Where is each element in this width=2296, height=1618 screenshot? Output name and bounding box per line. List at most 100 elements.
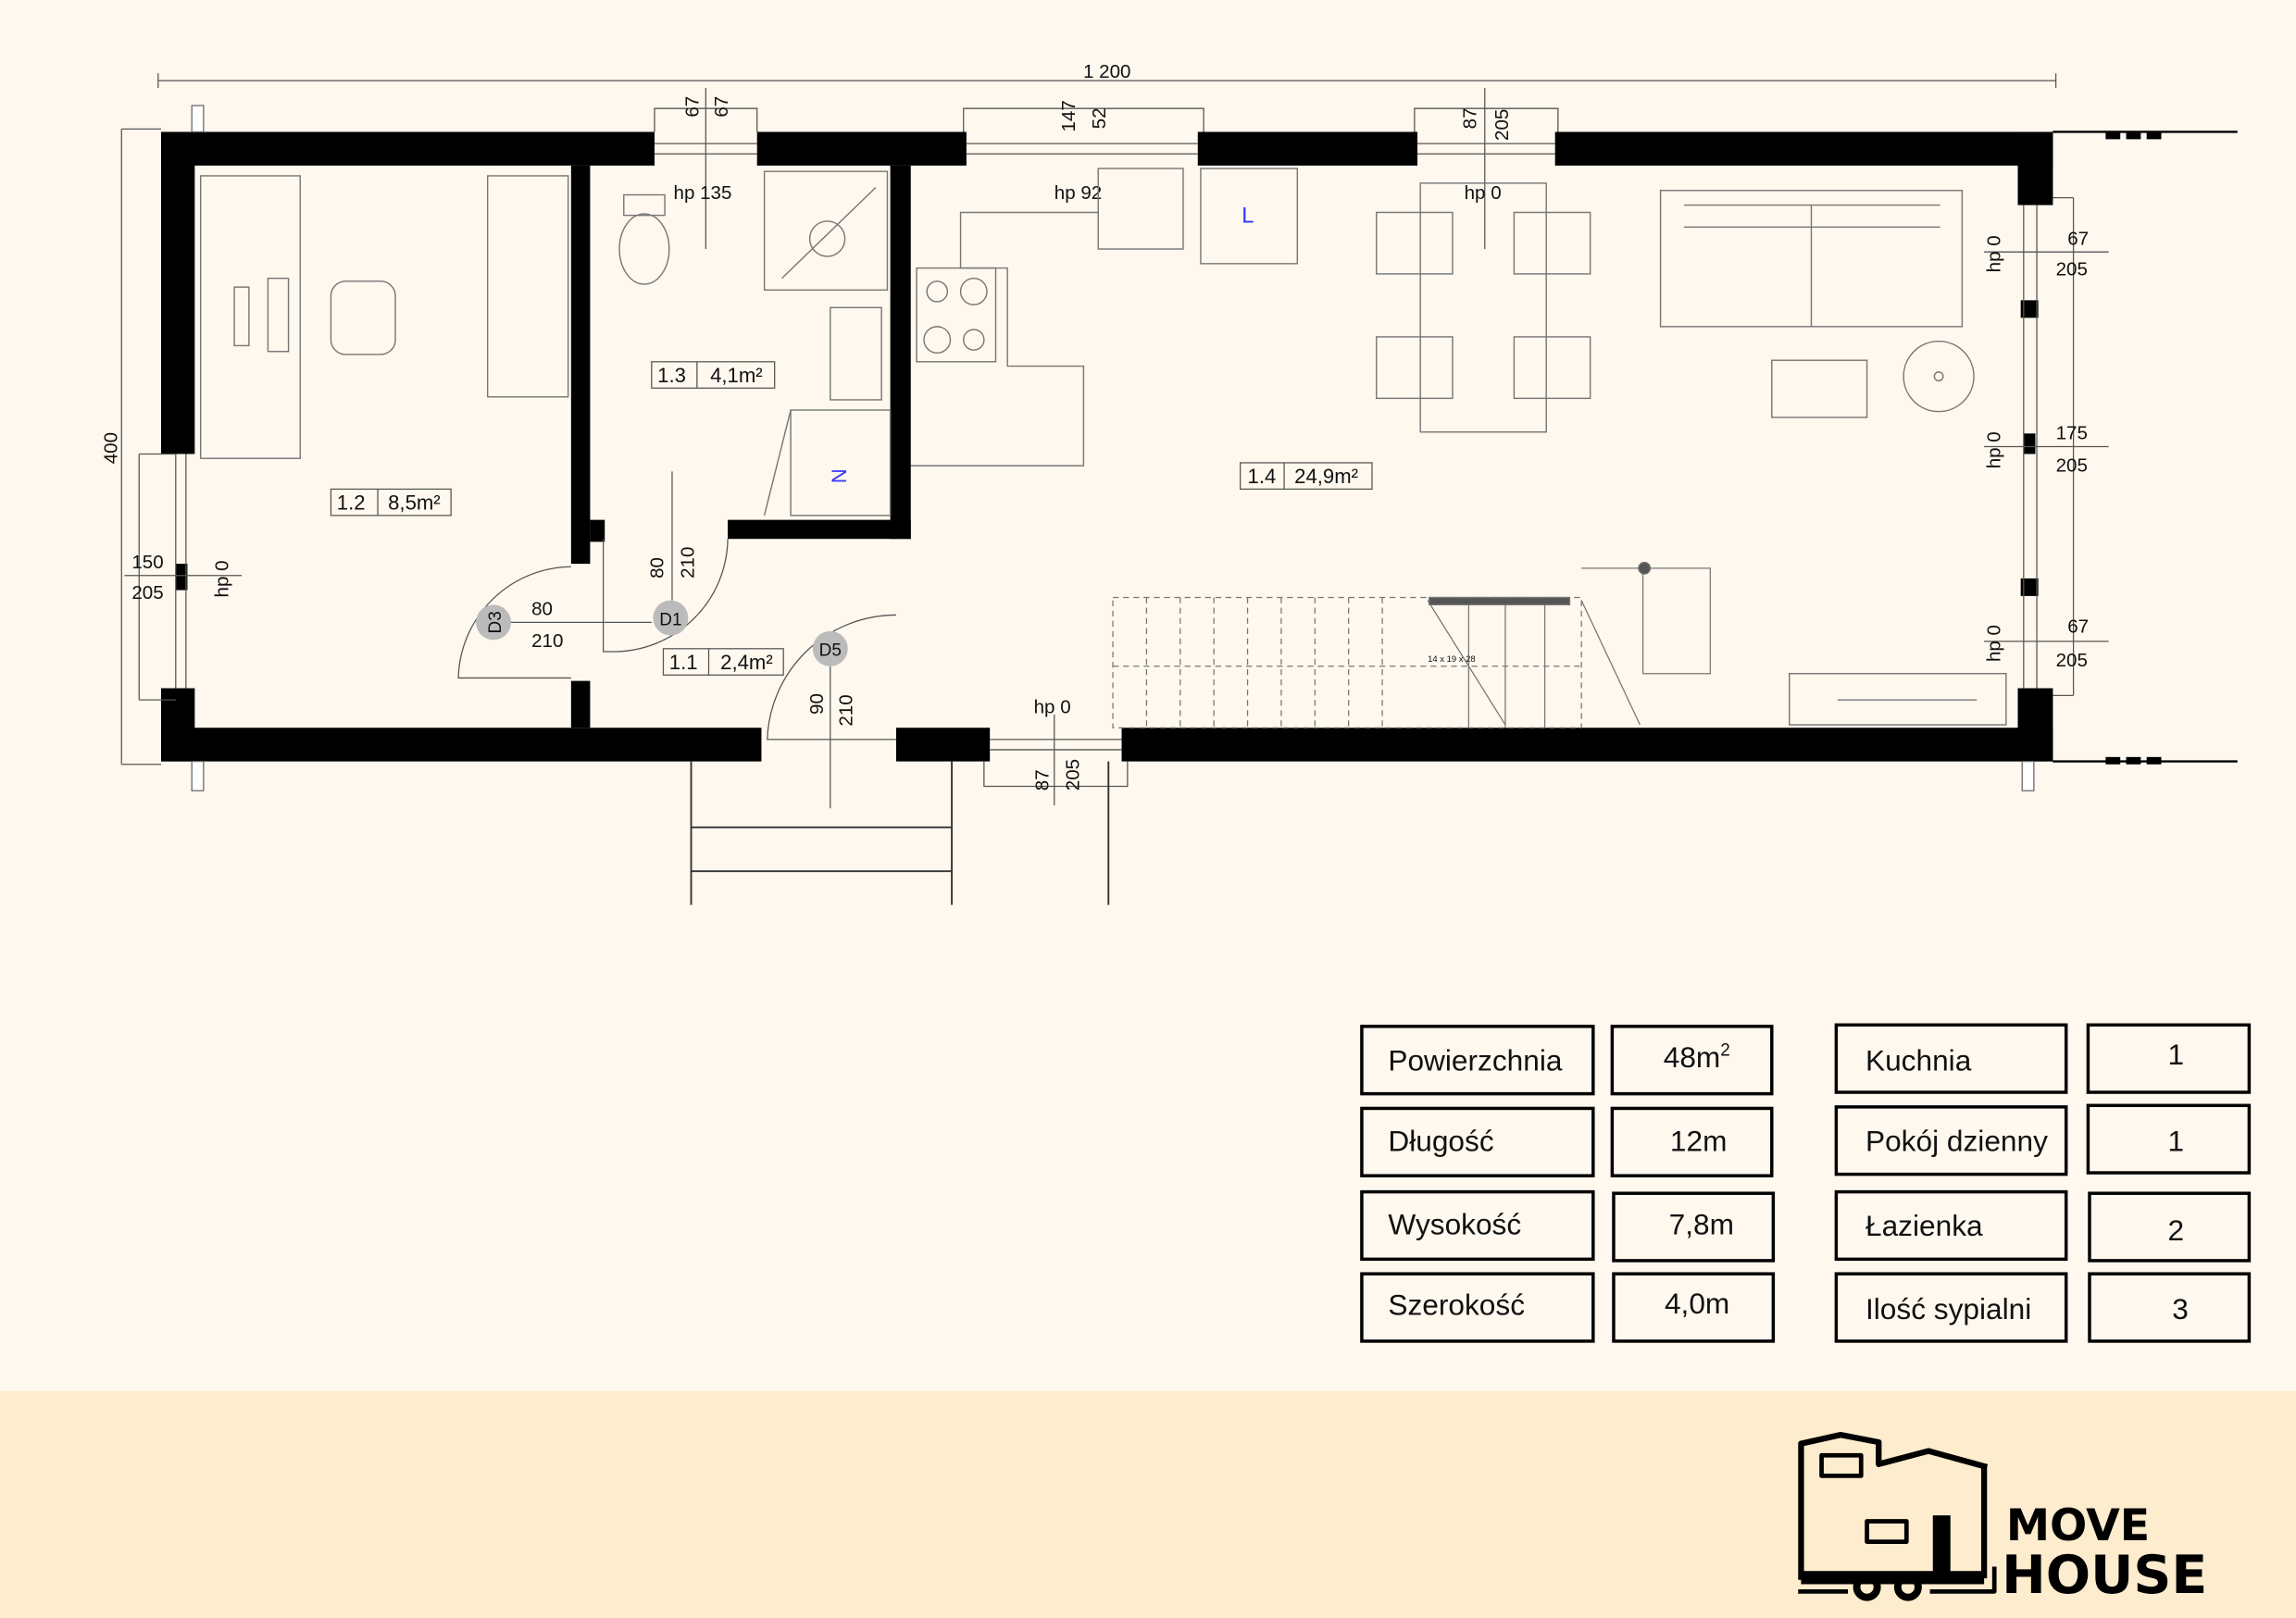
window-top-3-annotation: 87 205 hp 0 [1459, 107, 1513, 204]
desk [199, 175, 301, 459]
spec-row-width: Szerokość 4,0m [1360, 1272, 1776, 1343]
staircase: 14 x 19 x 28 [1112, 561, 1711, 728]
kitchen-sink [1097, 168, 1184, 250]
spec-value: 12m [1670, 1124, 1728, 1157]
svg-text:hp 0: hp 0 [212, 560, 233, 597]
window-top-1-annotation: 67 67 hp 135 [674, 96, 733, 204]
svg-text:90: 90 [806, 693, 828, 715]
svg-text:24,9m²: 24,9m² [1294, 465, 1358, 488]
spec-row-bedrooms: Ilość sypialni 3 [1834, 1272, 2252, 1343]
svg-text:hp 0: hp 0 [1465, 182, 1502, 204]
tiny-house-icon [1798, 1431, 1997, 1601]
svg-text:hp 0: hp 0 [1034, 696, 1071, 717]
floor-plan: 1 200 400 [101, 61, 2238, 905]
svg-text:hp 0: hp 0 [1984, 431, 2005, 468]
svg-text:210: 210 [836, 694, 857, 726]
svg-text:67: 67 [2067, 616, 2089, 637]
bathroom-sink [830, 306, 882, 401]
svg-text:8,5m²: 8,5m² [388, 492, 441, 515]
office-chair [330, 280, 396, 355]
svg-text:1.4: 1.4 [1248, 465, 1277, 488]
svg-text:1.1: 1.1 [669, 651, 698, 674]
window-frames [138, 88, 2075, 806]
svg-text:205: 205 [131, 582, 163, 604]
spec-row-living-room: Pokój dzienny 1 [1834, 1103, 2252, 1176]
overall-length-dimension: 1 200 [157, 61, 2057, 89]
spec-label: Łazienka [1866, 1209, 1983, 1242]
door-tag: D1 [659, 611, 681, 630]
window-left-annotation: 150 205 hp 0 [124, 552, 242, 604]
room-label-1-1: 1.1 2,4m² [662, 648, 784, 676]
svg-text:2,4m²: 2,4m² [720, 651, 773, 674]
furniture [199, 168, 2007, 726]
svg-text:210: 210 [678, 547, 699, 579]
logo-word-move: MOVE [2006, 1500, 2150, 1551]
interior-walls [570, 165, 911, 728]
window-bottom-annotation: hp 0 87 205 [1031, 696, 1083, 790]
spec-label: Ilość sypialni [1866, 1292, 2031, 1326]
door-tag: D5 [819, 641, 842, 661]
svg-text:52: 52 [1089, 107, 1110, 129]
spec-label: Powierzchnia [1388, 1043, 1562, 1077]
dining-table [1419, 182, 1547, 433]
svg-text:hp 92: hp 92 [1054, 182, 1102, 204]
cooktop [916, 267, 997, 363]
svg-text:150: 150 [131, 552, 163, 573]
svg-text:4,1m²: 4,1m² [710, 364, 763, 387]
svg-text:205: 205 [1063, 759, 1084, 790]
keyboard [267, 277, 290, 353]
spec-label: Długość [1388, 1124, 1493, 1157]
svg-text:1.3: 1.3 [657, 364, 686, 387]
svg-text:hp 0: hp 0 [1984, 235, 2005, 272]
washer [790, 409, 892, 517]
overall-width-label: 400 [101, 432, 122, 464]
room-label-1-2: 1.2 8,5m² [330, 488, 452, 517]
shower [763, 170, 889, 292]
spec-label: Kuchnia [1866, 1043, 1972, 1077]
svg-text:147: 147 [1058, 100, 1079, 131]
spec-label: Szerokość [1388, 1288, 1525, 1321]
kitchen-counter [910, 211, 1099, 467]
window-top-2-annotation: 147 52 hp 92 [1054, 100, 1110, 204]
stairs-label: 14 x 19 x 28 [1428, 654, 1476, 665]
svg-text:67: 67 [2067, 228, 2089, 249]
svg-text:67: 67 [681, 96, 703, 118]
door-tag: D3 [486, 611, 505, 633]
svg-text:205: 205 [2056, 650, 2088, 671]
window-right-annotations: 67 205 hp 0 175 205 hp 0 67 205 hp 0 [1984, 228, 2109, 671]
monitor [233, 286, 250, 347]
toilet [618, 213, 670, 285]
room-label-1-3: 1.3 4,1m² [651, 361, 776, 389]
spec-row-length: Długość 12m [1360, 1106, 1774, 1177]
spec-row-bathroom: Łazienka 2 [1834, 1189, 2252, 1263]
exterior-walls [160, 105, 2238, 791]
logo-word-house: HOUSE [2002, 1545, 2207, 1606]
svg-text:205: 205 [2056, 454, 2088, 476]
svg-text:hp 135: hp 135 [674, 182, 732, 204]
svg-text:hp 0: hp 0 [1984, 625, 2005, 662]
fridge-mark: L [1242, 205, 1254, 229]
spec-table: Powierzchnia 48m2 Długość 12m Wysokość 7… [1360, 1023, 2252, 1343]
entrance-steps [690, 761, 1110, 905]
door-d3[interactable]: D3 80 210 [457, 566, 652, 679]
svg-text:80: 80 [646, 557, 668, 579]
spec-value: 1 [2168, 1124, 2185, 1157]
wardrobe [486, 175, 569, 398]
tv-unit [1789, 672, 2007, 726]
coffee-table [1771, 359, 1868, 418]
overall-length-label: 1 200 [1083, 61, 1130, 82]
svg-text:1.2: 1.2 [337, 492, 366, 515]
overall-width-dimension: 400 [101, 128, 161, 765]
move-house-logo: MOVE HOUSE [1798, 1431, 2207, 1606]
svg-text:210: 210 [531, 630, 563, 652]
room-label-1-4: 1.4 24,9m² [1240, 462, 1373, 491]
svg-text:205: 205 [2056, 258, 2088, 280]
door-d5[interactable]: D5 90 210 [767, 614, 896, 809]
svg-text:87: 87 [1031, 769, 1053, 790]
door-d1[interactable]: D1 80 210 [603, 471, 729, 653]
spec-value: 7,8m [1669, 1207, 1734, 1240]
svg-text:67: 67 [711, 96, 732, 118]
svg-text:80: 80 [531, 598, 553, 619]
washer-mark: N [827, 468, 850, 483]
